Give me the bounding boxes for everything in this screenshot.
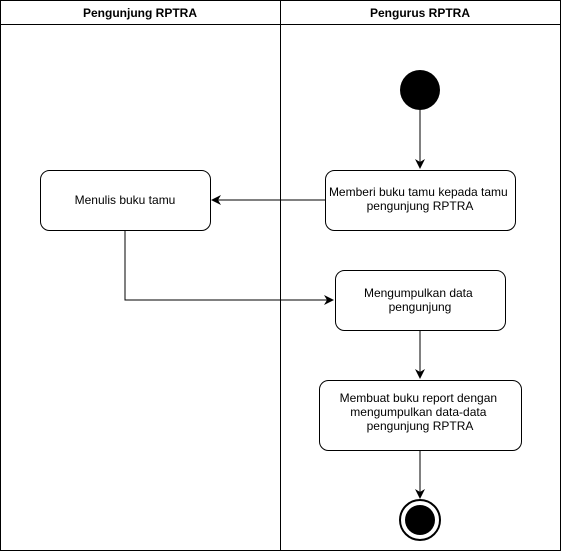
svg-text:Mengumpulkan data pengun: Mengumpulkan data pengunjung (364, 286, 476, 314)
activity-memberi-buku-tamu: Memberi buku tamu kepada tamu pengunjung… (325, 170, 516, 231)
activity-label-line: Menulis buku tamu (75, 193, 176, 207)
activity-label-line: pengunjung RPTRA (367, 199, 474, 213)
activity-membuat-buku-report: Membuat buku report dengan mengumpulkan … (319, 380, 522, 451)
svg-text:Membuat buku report dengan: Membuat buku report dengan mengumpulkan … (340, 391, 501, 433)
activity-label-line: Membuat buku report dengan (340, 391, 497, 405)
swimlane-title-pengunjung: Pengunjung RPTRA (83, 6, 197, 20)
activity-label-line: pengunjung RPTRA (367, 419, 474, 433)
edge-menulis-to-mengumpulkan (124, 231, 334, 305)
activity-label-line: Mengumpulkan data (364, 286, 473, 300)
svg-text:Memberi buku tamu kepada tamu: Memberi buku tamu kepada tamu pengunjung… (329, 185, 511, 213)
end-node (399, 499, 441, 541)
swimlane-title-pengurus: Pengurus RPTRA (370, 6, 470, 20)
activity-label-line: Memberi buku tamu kepada tamu (329, 185, 508, 199)
svg-text:Menulis buku tamu: Menulis buku tamu (75, 193, 176, 207)
activity-label-line: mengumpulkan data-data (350, 405, 486, 419)
start-node (400, 70, 440, 110)
activity-menulis-buku-tamu: Menulis buku tamu (40, 170, 211, 231)
activity-label-line: pengunjung (389, 300, 452, 314)
activity-mengumpulkan-data: Mengumpulkan data pengunjung (335, 270, 506, 331)
